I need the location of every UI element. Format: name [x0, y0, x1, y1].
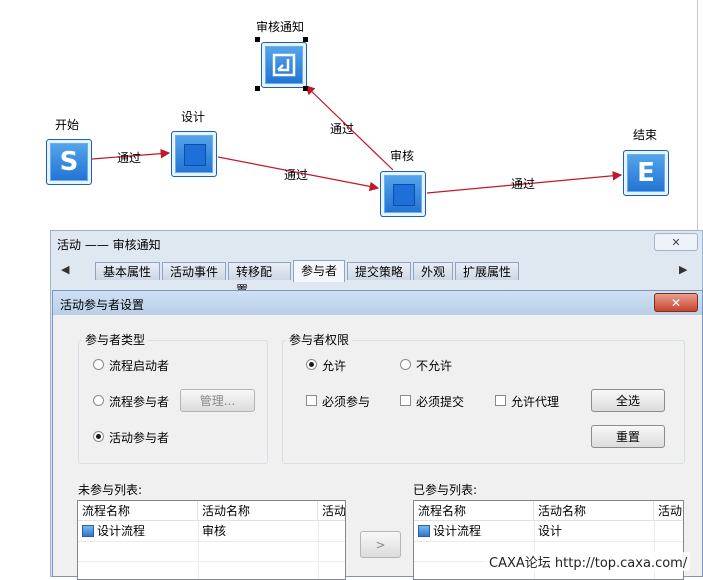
- grid-line: [318, 521, 319, 579]
- start-glyph-icon: S: [59, 147, 79, 177]
- radio-allow-label[interactable]: 允许: [322, 359, 347, 373]
- unjoined-list-label: 未参与列表:: [78, 483, 143, 497]
- properties-close-button[interactable]: ✕: [654, 233, 698, 251]
- select-all-button[interactable]: 全选: [591, 389, 665, 412]
- edge-label-start-design: 通过: [117, 151, 142, 165]
- check-allow-delegate-label[interactable]: 允许代理: [511, 395, 560, 409]
- tab-transition[interactable]: 转移配置: [228, 262, 291, 297]
- node-start[interactable]: S: [46, 139, 92, 185]
- end-glyph-icon: E: [637, 158, 655, 188]
- tab-submit[interactable]: 提交策略: [347, 262, 411, 280]
- manage-button[interactable]: 管理...: [180, 389, 255, 412]
- edge-label-design-review: 通过: [284, 168, 309, 182]
- tab-scroll-right-icon[interactable]: ▶: [679, 263, 688, 276]
- row-process: 设计流程: [97, 524, 146, 538]
- tab-appearance[interactable]: 外观: [413, 262, 453, 280]
- grid-line: [654, 521, 655, 579]
- edge-review-notify[interactable]: [305, 85, 394, 171]
- joined-list-label: 已参与列表:: [413, 483, 478, 497]
- radio-allow[interactable]: [306, 359, 317, 370]
- selection-handle[interactable]: [303, 86, 308, 91]
- radio-disallow[interactable]: [400, 359, 411, 370]
- grid-line: [534, 521, 535, 579]
- grid-line: [78, 541, 345, 542]
- check-allow-delegate[interactable]: [495, 395, 506, 406]
- table-row[interactable]: 设计流程: [78, 521, 198, 541]
- edge-start-design[interactable]: [91, 148, 171, 160]
- watermark: CAXA论坛 http://top.caxa.com/: [486, 552, 691, 571]
- edge-label-review-end: 通过: [511, 177, 536, 191]
- grid-line: [414, 541, 683, 542]
- node-label-notify: 审核通知: [256, 20, 305, 34]
- permissions-label: 参与者权限: [286, 331, 353, 348]
- dialog-titlebar[interactable]: 活动参与者设置 ✕: [53, 291, 702, 315]
- permissions-group: [282, 340, 685, 464]
- tab-bar: ◀ 基本属性 活动事件 转移配置 参与者 提交策略 外观 扩展属性 ▶: [55, 260, 695, 297]
- column-header[interactable]: 活动: [654, 501, 683, 521]
- node-label-start: 开始: [55, 118, 80, 132]
- process-icon: [418, 525, 430, 537]
- column-header[interactable]: 流程名称: [78, 501, 198, 521]
- column-header[interactable]: 活动名称: [534, 501, 654, 521]
- check-must-participate[interactable]: [306, 395, 317, 406]
- node-review[interactable]: [380, 171, 426, 217]
- tab-events[interactable]: 活动事件: [162, 262, 226, 280]
- participant-type-group: [78, 340, 268, 464]
- canvas-divider: [697, 0, 698, 230]
- selection-handle[interactable]: [303, 37, 308, 42]
- node-design[interactable]: [171, 131, 217, 177]
- grid-line: [78, 561, 345, 562]
- column-header[interactable]: 活动: [318, 501, 345, 521]
- column-header[interactable]: 活动名称: [198, 501, 318, 521]
- selection-handle[interactable]: [255, 37, 260, 42]
- table-row[interactable]: 设计流程: [414, 521, 534, 541]
- tab-participants[interactable]: 参与者: [293, 260, 345, 282]
- dialog-close-button[interactable]: ✕: [654, 293, 698, 312]
- node-end[interactable]: E: [623, 150, 669, 196]
- activity-icon: [393, 184, 415, 206]
- check-must-submit[interactable]: [400, 395, 411, 406]
- node-label-design: 设计: [181, 110, 206, 124]
- edge-label-review-notify: 通过: [330, 122, 355, 136]
- radio-disallow-label[interactable]: 不允许: [416, 359, 453, 373]
- node-notify[interactable]: [261, 42, 307, 88]
- node-label-end: 结束: [633, 128, 658, 142]
- column-header[interactable]: 流程名称: [414, 501, 534, 521]
- check-must-submit-label[interactable]: 必须提交: [416, 395, 465, 409]
- tab-scroll-left-icon[interactable]: ◀: [61, 263, 70, 276]
- properties-title: 活动 —— 审核通知: [57, 238, 161, 252]
- radio-process-participant[interactable]: [93, 395, 104, 406]
- activity-icon: [184, 144, 206, 166]
- row-process: 设计流程: [433, 524, 482, 538]
- radio-activity-participant[interactable]: [93, 431, 104, 442]
- unjoined-list[interactable]: 流程名称 活动名称 活动 设计流程 审核: [77, 500, 346, 580]
- radio-process-starter[interactable]: [93, 359, 104, 370]
- move-to-joined-button[interactable]: >: [360, 531, 401, 558]
- grid-line: [198, 521, 199, 579]
- participant-type-label: 参与者类型: [82, 331, 149, 348]
- process-icon: [82, 525, 94, 537]
- edge-review-end[interactable]: [426, 170, 623, 194]
- edge-design-review[interactable]: [217, 156, 380, 192]
- radio-activity-participant-label[interactable]: 活动参与者: [109, 431, 170, 445]
- tab-extended[interactable]: 扩展属性: [455, 262, 519, 280]
- radio-process-participant-label[interactable]: 流程参与者: [109, 395, 170, 409]
- participant-dialog: 活动参与者设置 ✕ 参与者类型 流程启动者 流程参与者 管理... 活动参与者 …: [52, 290, 703, 580]
- reset-button[interactable]: 重置: [591, 425, 665, 448]
- selection-handle[interactable]: [255, 86, 260, 91]
- check-must-participate-label[interactable]: 必须参与: [322, 395, 371, 409]
- radio-process-starter-label[interactable]: 流程启动者: [109, 359, 170, 373]
- tab-basic[interactable]: 基本属性: [95, 262, 160, 280]
- notify-arrow-icon: [262, 43, 306, 87]
- row-activity[interactable]: 审核: [202, 524, 227, 538]
- row-activity[interactable]: 设计: [538, 524, 563, 538]
- dialog-title: 活动参与者设置: [60, 298, 145, 312]
- node-label-review: 审核: [390, 149, 415, 163]
